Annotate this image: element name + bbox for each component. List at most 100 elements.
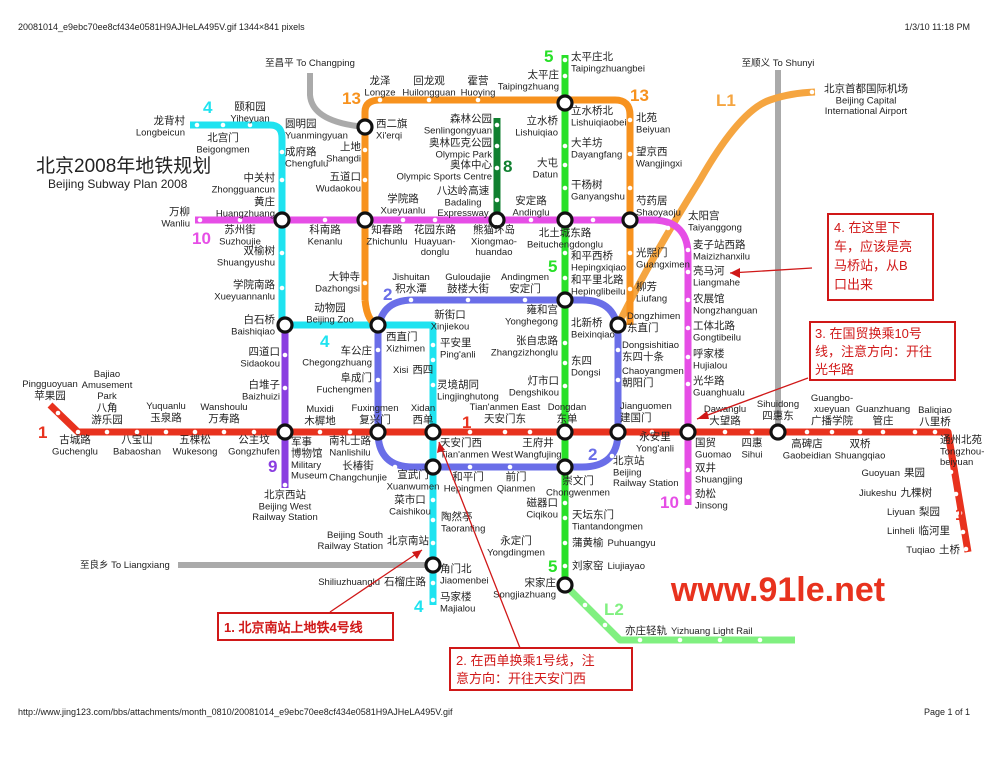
station-label-jishuitan-zh: 积水潭 — [395, 283, 427, 295]
station-label-jianguomen-zh: 建国门 — [620, 411, 652, 424]
station-label-lishuiqiaobei-zh: 立水桥北 — [571, 104, 613, 117]
station-dot — [279, 250, 285, 256]
station-dot — [685, 269, 691, 275]
station-label-gongtibeilu-en: Gongtibeilu — [693, 333, 741, 344]
interchange-station-icon[interactable] — [424, 556, 442, 574]
station-label-liyuan-zh: 梨园 — [919, 505, 940, 518]
station-label-yuquanlu-en: Yuquanlu — [146, 401, 186, 412]
station-label-yonganli-en: Yong'anli — [636, 444, 674, 455]
station-label-kenanlu-en: Kenanlu — [308, 237, 343, 248]
station-label-gongzhufen-zh: 公主坟 — [238, 433, 270, 446]
station-label-maizizhanxilu-zh: 麦子站西路 — [693, 238, 746, 251]
interchange-station-icon[interactable] — [556, 291, 574, 309]
station-dot — [502, 429, 508, 435]
station-label-longbeicun-en: Longbeicun — [136, 128, 185, 139]
station-label-changchunjie-zh: 长椿街 — [342, 459, 374, 472]
station-dot — [163, 429, 169, 435]
station-dot — [665, 225, 671, 231]
station-label-yuanmingyuan-en: Yuanmingyuan — [285, 131, 348, 142]
line-8-label: 8 — [503, 157, 512, 176]
station-label-jiukeshu-zh: 九棵树 — [901, 486, 933, 499]
interchange-station-icon[interactable] — [424, 458, 442, 476]
map-title-zh: 北京2008年地铁规划 — [36, 155, 211, 177]
interchange-station-icon[interactable] — [369, 316, 387, 334]
station-dot — [609, 453, 615, 459]
station-dot — [809, 89, 815, 95]
interchange-station-icon[interactable] — [609, 316, 627, 334]
station-label-chegongzhuang-zh: 车公庄 — [341, 344, 373, 357]
line-13-label: 13 — [630, 86, 649, 105]
line-1-label: 1 — [955, 505, 964, 524]
station-label-chengfulu-zh: 成府路 — [285, 145, 317, 158]
station-dot — [963, 546, 969, 552]
interchange-station-icon[interactable] — [679, 423, 697, 441]
station-label-gaobeidian-en: Gaobeidian — [783, 451, 832, 462]
station-dot — [957, 510, 963, 516]
station-label-tiananmenwest-zh: 天安门西 — [440, 436, 482, 449]
interchange-station-icon[interactable] — [273, 211, 291, 229]
station-dot — [562, 73, 568, 79]
interchange-station-icon[interactable] — [556, 423, 574, 441]
station-label-taoranting-en: Taoranting — [441, 524, 485, 535]
station-dot — [527, 429, 533, 435]
annotation-text: 2. 在西单换乘1号线，注 — [456, 653, 595, 668]
station-dot — [426, 97, 432, 103]
station-dot — [522, 297, 528, 303]
station-label-badaling-zh: 八达岭高速 — [437, 184, 490, 197]
station-dot — [400, 217, 406, 223]
interchange-station-icon[interactable] — [556, 94, 574, 112]
station-dot — [104, 429, 110, 435]
interchange-station-icon[interactable] — [556, 211, 574, 229]
station-dot — [475, 97, 481, 103]
station-label-huoying-zh: 霍营 — [468, 74, 489, 87]
station-label-airport-zh: 北京首都国际机场 — [824, 82, 908, 95]
interchange-station-icon[interactable] — [488, 211, 506, 229]
station-dot — [562, 340, 568, 346]
watermark: www.91le.net — [670, 571, 885, 609]
station-label-longze-en: Longze — [364, 88, 395, 99]
station-label-beigongmen-zh: 北宫门 — [207, 131, 239, 144]
station-label-hepingxiqiao-zh: 和平西桥 — [571, 250, 613, 262]
interchange-station-icon[interactable] — [556, 576, 574, 594]
interchange-station-icon[interactable] — [369, 423, 387, 441]
station-label-baliqiao-zh: 八里桥 — [919, 416, 951, 428]
interchange-station-icon[interactable] — [609, 423, 627, 441]
station-label-shangdi-en: Shangdi — [326, 154, 361, 165]
interchange-station-icon[interactable] — [356, 211, 374, 229]
interchange-station-icon[interactable] — [356, 118, 374, 136]
interchange-station-icon[interactable] — [556, 458, 574, 476]
interchange-station-icon[interactable] — [424, 423, 442, 441]
station-label-nanlishilu-en: Nanlishilu — [329, 448, 370, 459]
interchange-station-icon[interactable] — [621, 211, 639, 229]
station-dot — [197, 217, 203, 223]
station-label-ganyangshu-zh: 干杨树 — [571, 178, 603, 191]
station-label-wudaokou-zh: 五道口 — [330, 170, 362, 183]
station-label-chongwenmen-en: Chongwenmen — [546, 488, 610, 499]
station-dot — [237, 217, 243, 223]
interchange-station-icon[interactable] — [276, 316, 294, 334]
station-label-shiliuzhuanglu-en: Shiliuzhuanglu — [318, 577, 380, 588]
station-label-beixinqiao-zh: 北新桥 — [571, 316, 603, 329]
interchange-station-icon[interactable] — [769, 423, 787, 441]
station-label-wudaokou-en: Wudaokou — [316, 184, 361, 195]
station-label-beituchengdonglu-en: Beituchengdonglu — [527, 240, 603, 251]
station-dot — [562, 250, 568, 256]
station-label-yonghegong-en: Yonghegong — [505, 317, 558, 328]
station-label-lishuiqiao-en: Lishuiqiao — [515, 128, 558, 139]
station-dot — [880, 429, 886, 435]
station-label-chaoyangmen-en: Chaoyangmen — [622, 366, 684, 377]
station-label-wukesong-zh: 五棵松 — [179, 433, 211, 446]
station-dot — [494, 197, 500, 203]
station-label-xierqi-zh: 西二旗 — [376, 117, 408, 130]
station-dot — [220, 122, 226, 128]
arrow-head-icon — [412, 550, 422, 559]
annotation-text: 光华路 — [815, 362, 854, 377]
station-label-sihui-zh: 四惠 — [742, 436, 763, 449]
station-label-wangfujing-zh: 王府井 — [522, 436, 554, 449]
interchange-station-icon[interactable] — [276, 423, 294, 441]
station-label-guloudajie-zh: 鼓楼大街 — [447, 282, 489, 295]
footer-url[interactable]: http://www.jing123.com/bbs/attachments/m… — [18, 707, 453, 717]
